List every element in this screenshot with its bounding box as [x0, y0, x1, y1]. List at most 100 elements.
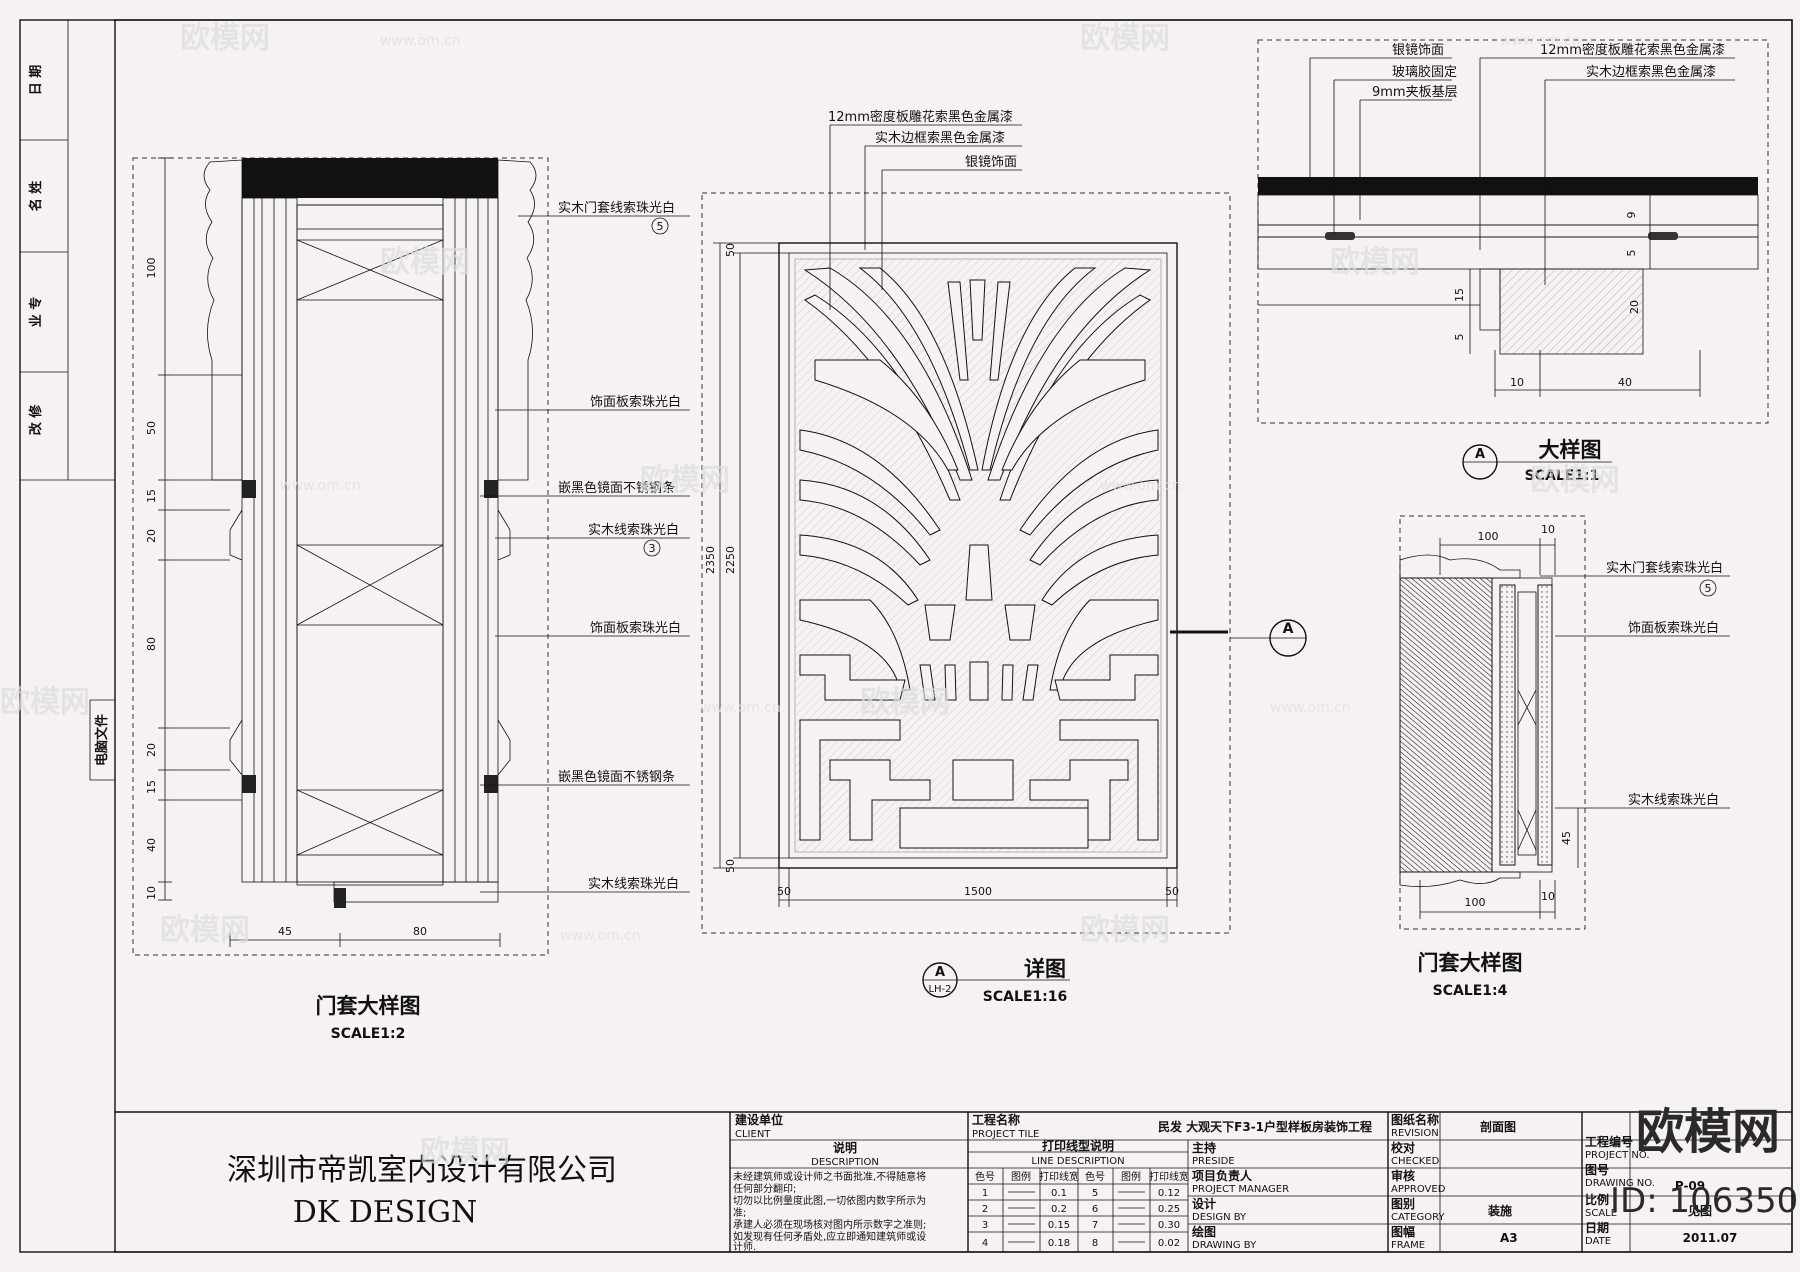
dim-v-15: 15: [145, 489, 158, 503]
svg-text:欧模网: 欧模网: [640, 463, 730, 498]
left-view-scale: SCALE1:2: [331, 1026, 406, 1042]
svg-text:www.om.cn: www.om.cn: [1500, 33, 1581, 49]
project-name: 民发 大观天下F3-1户型样板房装饰工程: [1158, 1119, 1372, 1134]
line-desc-cn: 打印线型说明: [1042, 1138, 1114, 1153]
left-door-frame-view: 100 50 15 20 80 20 15 40 10 45 80 实木门套线索…: [132, 157, 690, 1042]
svg-text:欧模网: 欧模网: [160, 913, 250, 948]
center-panel-view: 2350 2250 50 50 50 1500 50 12mm密度板雕花索黑色金…: [701, 109, 1307, 1005]
svg-text:0.2: 0.2: [1051, 1204, 1067, 1215]
category-value: 装施: [1487, 1203, 1512, 1218]
project-en: PROJECT TILE: [972, 1129, 1039, 1140]
svg-text:校对: 校对: [1391, 1140, 1415, 1155]
detail-a-callout-2: 玻璃胶固定: [1392, 64, 1457, 80]
drawing-name: 剖面图: [1480, 1119, 1516, 1134]
svg-text:DRAWING NO.: DRAWING NO.: [1585, 1178, 1655, 1189]
svg-text:www.om.cn: www.om.cn: [1270, 700, 1351, 716]
svg-text:如发现有任何矛盾处,应立即通知建筑师或设: 如发现有任何矛盾处,应立即通知建筑师或设: [733, 1230, 926, 1243]
company-en: DK DESIGN: [293, 1195, 478, 1230]
dim-2350: 2350: [704, 546, 717, 574]
svg-text:主持: 主持: [1192, 1140, 1216, 1155]
svg-text:A: A: [935, 965, 945, 980]
svg-text:PROJECT NO.: PROJECT NO.: [1585, 1150, 1650, 1161]
center-callout-2: 实木边框索黑色金属漆: [875, 130, 1005, 146]
dim-2250: 2250: [724, 546, 737, 574]
date-value: 2011.07: [1683, 1231, 1738, 1245]
svg-text:CATEGORY: CATEGORY: [1391, 1212, 1445, 1223]
small-view-scale: SCALE1:4: [1433, 983, 1508, 999]
svg-text:3: 3: [982, 1220, 988, 1231]
svg-text:0.18: 0.18: [1048, 1238, 1070, 1249]
center-callout-3: 银镜饰面: [965, 155, 1017, 170]
svg-text:0.30: 0.30: [1158, 1220, 1180, 1231]
left-callout-5: 饰面板索珠光白: [590, 620, 681, 636]
svg-text:PROJECT MANAGER: PROJECT MANAGER: [1192, 1184, 1289, 1195]
desc-cn: 说明: [833, 1140, 857, 1155]
client-cn: 建设单位: [734, 1112, 783, 1127]
svg-text:5: 5: [1092, 1188, 1098, 1199]
steel-strip-1: [242, 480, 256, 498]
svg-text:www.om.cn: www.om.cn: [560, 928, 641, 944]
line-desc-en: LINE DESCRIPTION: [1031, 1156, 1124, 1167]
drawing-frame: [114, 19, 1793, 1253]
title-block: 深圳市帝凯室内设计有限公司 DK DESIGN 建设单位 CLIENT 说明 D…: [115, 1111, 1792, 1253]
svg-text:色号: 色号: [1085, 1170, 1105, 1183]
svg-text:0.02: 0.02: [1158, 1238, 1180, 1249]
dim-v-50: 50: [145, 421, 158, 435]
svg-text:A: A: [1283, 621, 1294, 637]
dim-top-50: 50: [724, 243, 737, 257]
svg-text:45: 45: [1560, 831, 1573, 845]
line-table: 色号 图例 打印线宽 色号 图例 打印线宽 1 0.1 5 0.12 2 0.2…: [968, 1167, 1189, 1252]
left-callout-4: 实木线索珠光白: [588, 522, 679, 538]
svg-text:DATE: DATE: [1585, 1236, 1611, 1247]
svg-text:www.om.cn: www.om.cn: [1100, 478, 1181, 494]
svg-text:打印线宽: 打印线宽: [1149, 1170, 1189, 1183]
door-frame-small-view: 实木门套线索珠光白 饰面板索珠光白 实木线索珠光白 5 100 10 45 10…: [1399, 515, 1730, 999]
svg-text:40: 40: [1618, 376, 1632, 389]
watermark-brand-large: 欧模网: [1636, 1104, 1780, 1160]
svg-text:欧模网: 欧模网: [1080, 913, 1170, 948]
watermark-id: ID: 1063501: [1610, 1181, 1800, 1221]
detail-a-callout-1: 银镜饰面: [1392, 43, 1444, 58]
svg-text:未经建筑师或设计师之书面批准,不得随意将: 未经建筑师或设计师之书面批准,不得随意将: [733, 1170, 926, 1183]
dim-v-100: 100: [145, 258, 158, 279]
dim-right-50: 50: [1165, 885, 1179, 898]
dim-v-15b: 15: [145, 780, 158, 794]
company-cn: 深圳市帝凯室内设计有限公司: [227, 1153, 617, 1188]
svg-text:图纸名称: 图纸名称: [1391, 1112, 1439, 1127]
marker-3: [643, 539, 661, 557]
svg-text:100: 100: [1465, 896, 1486, 909]
detail-a-view: 银镜饰面 玻璃胶固定 9mm夹板基层 12mm密度板雕花索黑色金属漆 实木边框索…: [1257, 39, 1769, 484]
svg-text:欧模网: 欧模网: [1080, 21, 1170, 56]
svg-text:比例: 比例: [1585, 1192, 1609, 1207]
left-view-title: 门套大样图: [316, 994, 421, 1018]
dim-1500: 1500: [964, 885, 992, 898]
svg-text:5: 5: [1453, 334, 1466, 341]
svg-text:5: 5: [1705, 582, 1712, 595]
svg-text:欧模网: 欧模网: [1330, 245, 1420, 280]
left-callout-3: 嵌黑色镜面不锈钢条: [558, 480, 675, 496]
dim-bot-50: 50: [724, 859, 737, 873]
left-moulding: [203, 159, 243, 481]
svg-text:SCALE: SCALE: [1585, 1208, 1617, 1219]
svg-text:www.om.cn: www.om.cn: [280, 478, 361, 494]
svg-text:设计: 设计: [1192, 1196, 1216, 1211]
svg-text:5: 5: [657, 220, 664, 233]
svg-text:图例: 图例: [1011, 1170, 1031, 1183]
left-callout-2: 饰面板索珠光白: [590, 394, 681, 410]
carved-motif: [799, 267, 1159, 849]
svg-text:任何部分翻印;: 任何部分翻印;: [733, 1182, 796, 1195]
detail-a-scale: SCALE1:1: [1525, 468, 1600, 484]
svg-text:绘图: 绘图: [1192, 1224, 1216, 1239]
svg-text:工程编号: 工程编号: [1585, 1134, 1633, 1149]
svg-text:APPROVED: APPROVED: [1391, 1184, 1446, 1195]
center-view-scale: SCALE1:16: [983, 989, 1068, 1005]
small-view-title: 门套大样图: [1418, 951, 1523, 975]
svg-text:www.om.cn: www.om.cn: [380, 33, 461, 49]
svg-text:10: 10: [1541, 523, 1555, 536]
marker-5: [651, 217, 669, 235]
svg-text:10: 10: [1541, 890, 1555, 903]
svg-text:1: 1: [982, 1188, 988, 1199]
svg-text:8: 8: [1092, 1238, 1098, 1249]
svg-text:图幅: 图幅: [1391, 1224, 1415, 1239]
svg-text:0.1: 0.1: [1051, 1188, 1067, 1199]
